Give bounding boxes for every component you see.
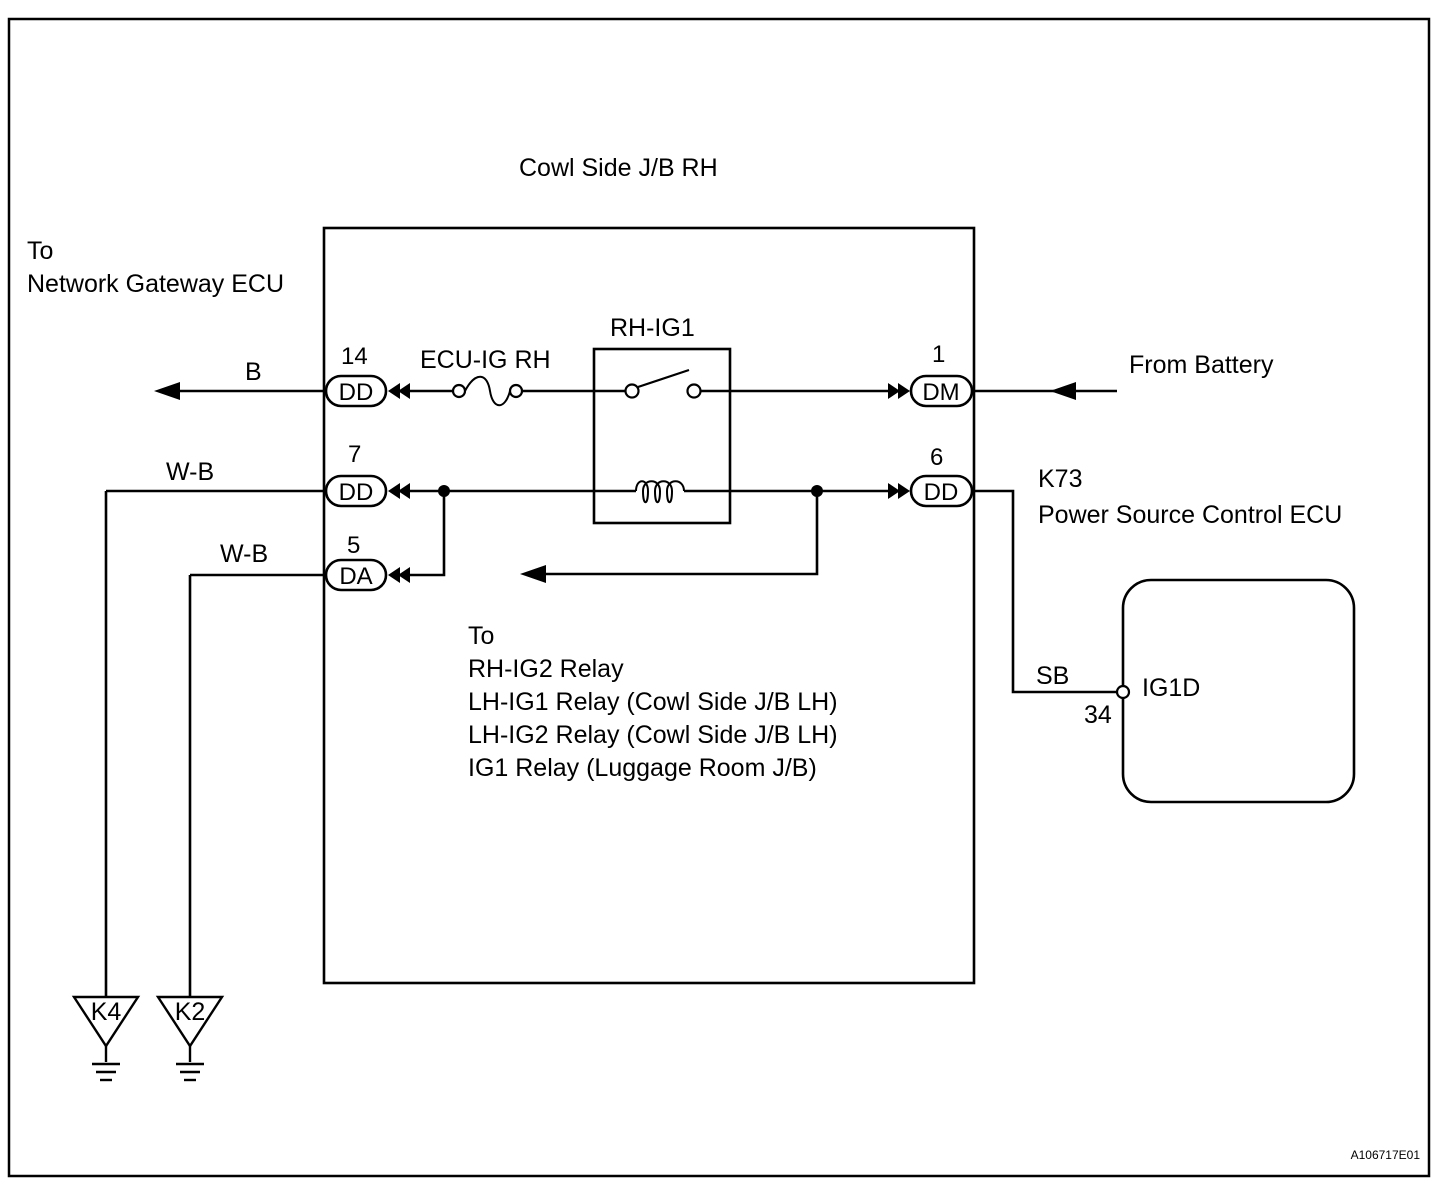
svg-text:DA: DA [339,563,372,590]
connector-dd-14: 14 DD [324,343,388,408]
connector-pin-7: 7 [348,441,361,468]
wire-sb [972,489,1117,694]
terminal-arrow-icon [388,567,400,583]
svg-text:RH-IG2 Relay: RH-IG2 Relay [468,655,624,683]
connector-dd-6: 6 DD [909,444,974,508]
junction-block-title: Cowl Side J/B RH [519,154,718,182]
ecu-terminal-icon [1115,684,1131,700]
svg-text:LH-IG1 Relay (Cowl Side J/B LH: LH-IG1 Relay (Cowl Side J/B LH) [468,688,838,716]
terminal-arrow-icon [398,567,410,583]
svg-text:LH-IG2 Relay (Cowl Side J/B LH: LH-IG2 Relay (Cowl Side J/B LH) [468,721,838,749]
ecu-name: Power Source Control ECU [1038,501,1342,529]
svg-text:IG1 Relay (Luggage Room J/B): IG1 Relay (Luggage Room J/B) [468,754,817,782]
ground-icon [176,1062,204,1082]
connector-pin-5: 5 [347,532,360,559]
terminal-arrow-icon [398,483,410,499]
ground-k4: K4 [71,995,141,1082]
other-relays-label: To RH-IG2 Relay LH-IG1 Relay (Cowl Side … [468,622,838,782]
ecu-terminal-pin: 34 [1084,701,1112,729]
svg-text:To: To [468,622,494,650]
connector-dd-7: 7 DD [324,441,388,508]
ground-icon [92,1062,120,1082]
wire-color-b: B [245,358,262,386]
wire-color-wb-lower: W-B [220,540,268,568]
network-gateway-label: To Network Gateway ECU [27,237,284,298]
ground-label-k2: K2 [175,998,206,1026]
terminal-arrow-icon [388,383,400,399]
svg-text:To: To [27,237,53,265]
figure-id: A106717E01 [1351,1148,1421,1162]
fuse-label: ECU-IG RH [420,346,551,374]
wire-color-wb-upper: W-B [166,458,214,486]
svg-text:Network Gateway ECU: Network Gateway ECU [27,270,284,298]
svg-text:DD: DD [339,379,374,406]
relay-label: RH-IG1 [610,314,695,342]
terminal-arrow-icon [898,383,910,399]
ground-k2: K2 [155,995,225,1082]
svg-text:DM: DM [922,379,959,406]
fuse-icon [451,375,524,407]
arrow-to-network-gateway-icon [154,382,180,400]
terminal-arrow-icon [888,383,900,399]
ecu-terminal-name: IG1D [1142,674,1200,702]
svg-text:DD: DD [924,479,959,506]
wire-segment [410,491,446,577]
connector-pin-1: 1 [932,341,945,368]
terminal-arrow-icon [888,483,900,499]
terminal-arrow-icon [398,383,410,399]
terminal-arrow-icon [388,483,400,499]
connector-pin-6: 6 [930,444,943,471]
wire-color-sb: SB [1036,662,1069,690]
arrow-from-battery-icon [1050,382,1076,400]
terminal-arrow-icon [898,483,910,499]
connector-pin-14: 14 [341,343,368,370]
diagram-frame [7,17,1431,1178]
connector-da-5: 5 DA [324,532,388,592]
relay-coil-icon [635,480,685,504]
connector-dm-1: 1 DM [909,341,974,408]
ecu-code: K73 [1038,465,1082,493]
ground-label-k4: K4 [91,998,122,1026]
junction-block-box [322,226,976,985]
wire-to-other-relays [546,491,819,576]
svg-text:DD: DD [339,479,374,506]
battery-label: From Battery [1129,351,1274,379]
relay-box [592,347,732,525]
arrow-to-other-relays-icon [520,565,546,583]
relay-switch-icon [624,368,702,399]
